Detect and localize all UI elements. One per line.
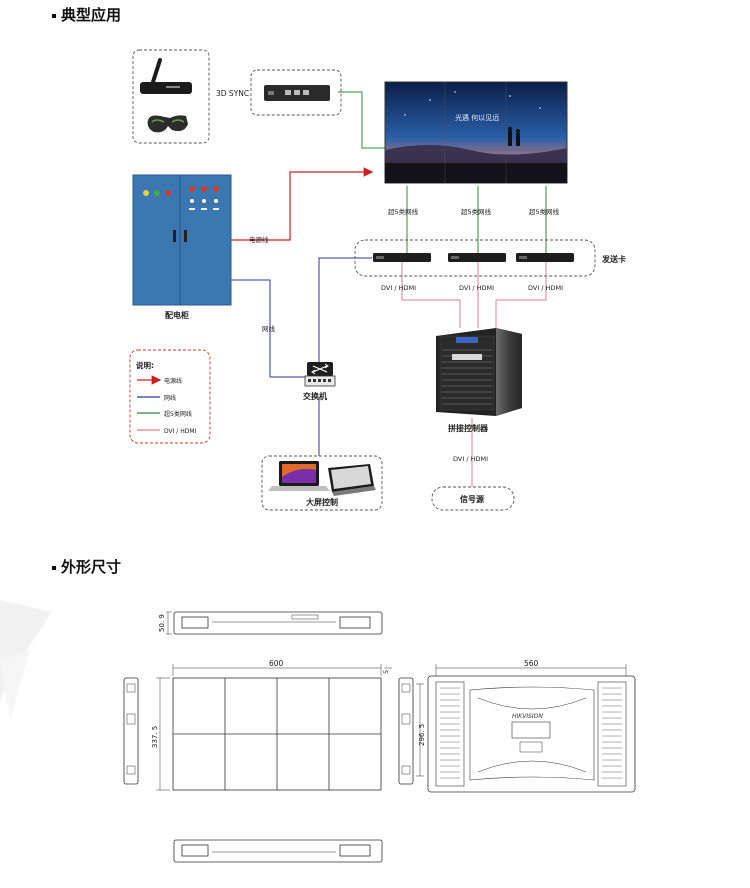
network-cable-cabinet <box>230 279 307 378</box>
dimension-drawings: 50. 9 600 5 337. 5 <box>0 600 636 863</box>
dvi-label-2: DVI / HDMI <box>459 284 494 292</box>
dvi-label-1: DVI / HDMI <box>381 284 416 292</box>
watermark-logo-icon <box>0 600 52 720</box>
sender-cards-frame <box>354 239 596 277</box>
dvi-cable-3 <box>495 262 547 328</box>
application-diagram: 3D SYNC 光遇 何以见远 超5类网线 超5类网线 超5类网线 发送卡 <box>129 49 626 511</box>
screen-control-frame <box>261 455 383 511</box>
top-view-drawing <box>166 611 383 635</box>
rear-view-drawing <box>427 664 636 793</box>
cat5-label-2: 超5类网线 <box>461 207 492 216</box>
power-cabinet <box>132 174 232 306</box>
back-height-label: 296. 5 <box>418 724 426 746</box>
legend-item-network: 网线 <box>164 394 176 402</box>
power-cabinet-label: 配电柜 <box>165 310 189 320</box>
legend-frame <box>129 349 211 444</box>
silhouette-people <box>507 126 520 146</box>
screen-text: 光遇 何以见远 <box>455 113 499 122</box>
3d-glasses-icon <box>147 115 188 133</box>
network-switch-icon <box>304 362 336 387</box>
cat5-label-3: 超5类网线 <box>529 207 560 216</box>
dvi-cable-1 <box>401 262 461 328</box>
sender-card-1 <box>373 253 431 262</box>
signal-source-frame <box>431 486 515 511</box>
splicing-controller <box>436 328 522 416</box>
top-depth-label: 50. 9 <box>158 614 166 632</box>
dimensions-section-title: 外形尺寸 <box>52 556 121 577</box>
power-cable <box>230 167 374 241</box>
application-section-title: 典型应用 <box>52 4 121 25</box>
video-wall-screen: 光遇 何以见远 <box>384 81 568 184</box>
3d-emitter-icon <box>140 58 192 94</box>
bezel-label: 5 <box>382 670 390 674</box>
sync-label: 3D SYNC <box>216 89 249 98</box>
legend-item-dvi: DVI / HDMI <box>164 428 197 435</box>
cat5-cable-sync <box>338 91 386 149</box>
screen-control-label: 大屏控制 <box>306 497 338 507</box>
front-height-label: 337. 5 <box>151 726 159 748</box>
touch-terminal-icon <box>328 464 376 496</box>
sync-box-icon <box>264 85 330 101</box>
cat5-label-1: 超5类网线 <box>388 207 419 216</box>
back-width-label: 560 <box>524 659 539 668</box>
legend-item-cat5: 超5类网线 <box>164 410 192 418</box>
dvi-label-3: DVI / HDMI <box>528 284 563 292</box>
splicing-controller-label: 拼接控制器 <box>448 423 489 433</box>
left-side-profile <box>123 677 139 785</box>
sender-card-2 <box>448 253 506 262</box>
network-cable-sender <box>318 257 372 365</box>
switch-label: 交换机 <box>303 391 327 401</box>
signal-source-label: 信号源 <box>460 494 484 504</box>
rear-vent-pattern <box>440 687 622 779</box>
front-width-label: 600 <box>269 659 284 668</box>
legend-title: 说明: <box>136 360 154 370</box>
laptop-icon <box>268 461 330 491</box>
front-view-drawing <box>156 664 392 791</box>
bottom-view-drawing <box>173 839 383 863</box>
sender-card-3 <box>516 253 574 262</box>
bullet-icon <box>52 13 56 18</box>
network-line-label: 网线 <box>262 324 276 333</box>
rear-brand-label: HIKVISION <box>512 713 543 720</box>
bullet-icon <box>52 565 56 570</box>
sender-card-label: 发送卡 <box>601 254 626 264</box>
sync-emitter-frame <box>132 49 210 144</box>
power-line-label: 电源线 <box>249 235 269 244</box>
dvi-label-4: DVI / HDMI <box>453 455 488 463</box>
right-side-profile <box>398 677 424 785</box>
legend-item-power: 电源线 <box>164 377 182 385</box>
